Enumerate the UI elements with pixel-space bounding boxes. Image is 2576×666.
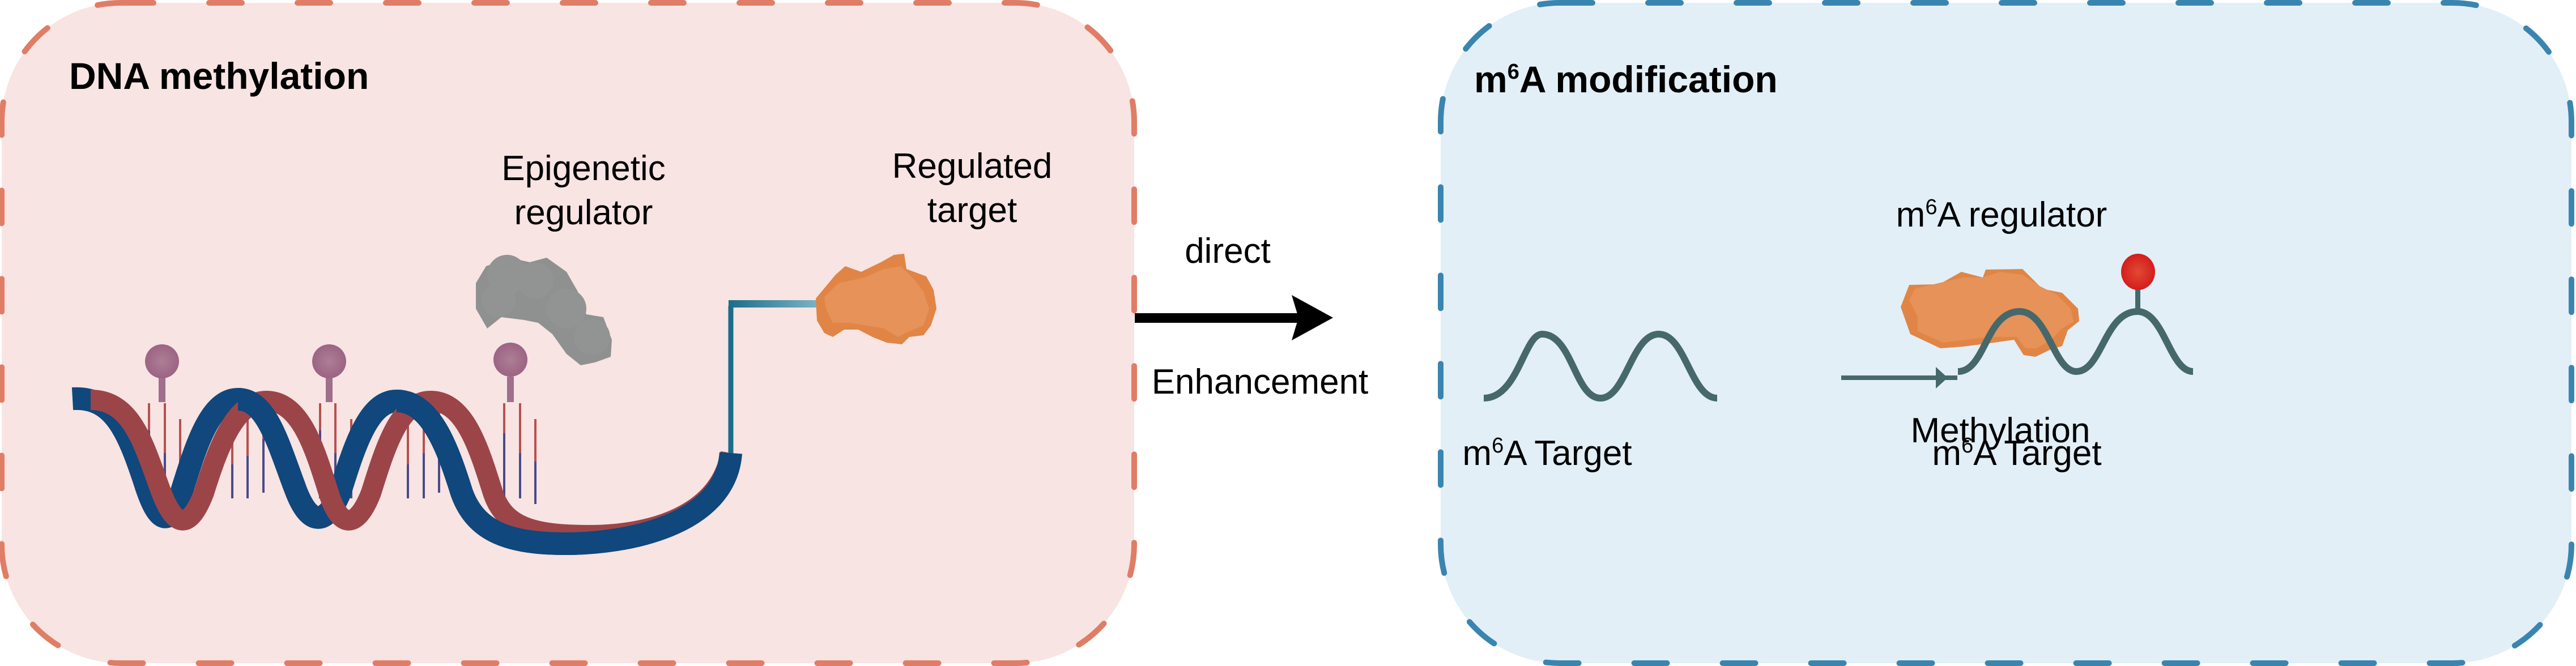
epigenetic-regulator-label-line2: regulator	[514, 193, 653, 232]
right-m6a-target-label: m6A Target	[1932, 434, 2101, 473]
methyl-group-2	[312, 344, 346, 402]
regulated-target-protein-icon	[816, 254, 936, 344]
right-panel-title: m6A modification	[1474, 58, 1778, 100]
dna-methylation-panel: DNA methylation Epigenetic regulator Reg…	[0, 0, 1137, 666]
m6a-modification-panel: m6A modification m6A regulator Methylati…	[1438, 0, 2574, 666]
m6a-mark-icon	[2121, 254, 2155, 290]
methyl-group-3	[493, 343, 527, 402]
m6a-mark-stem	[2135, 286, 2140, 311]
left-m6a-target-label: m6A Target	[1462, 434, 1632, 473]
connector-bottom-label: Enhancement	[1152, 362, 1369, 402]
epigenetic-regulator-label-line1: Epigenetic	[501, 149, 666, 188]
regulated-target-label-line2: target	[927, 191, 1017, 230]
methyl-group-1	[145, 344, 179, 402]
connector-arrow-head-icon	[1292, 295, 1333, 340]
methylation-label: Methylation	[1910, 411, 2090, 450]
connector-top-label: direct	[1185, 232, 1271, 271]
connector: direct Enhancement	[1135, 232, 1368, 402]
methylation-arrow-head-icon	[1936, 367, 1948, 388]
m6a-regulator-label: m6A regulator	[1896, 195, 2107, 234]
methylated-rna-wave-icon	[1957, 308, 2194, 375]
left-panel-title: DNA methylation	[69, 55, 369, 97]
unmodified-rna-wave-icon	[1483, 330, 1718, 402]
dna-double-helix-icon	[71, 387, 742, 556]
connector-arrow-shaft	[1135, 313, 1299, 323]
epigenetic-regulator-protein-icon	[476, 255, 612, 365]
m6a-regulator-protein-icon	[1901, 269, 2079, 357]
regulated-target-label-line1: Regulated	[892, 147, 1053, 186]
methyl-group-icons	[145, 343, 527, 402]
methylation-arrow	[1841, 367, 1957, 388]
